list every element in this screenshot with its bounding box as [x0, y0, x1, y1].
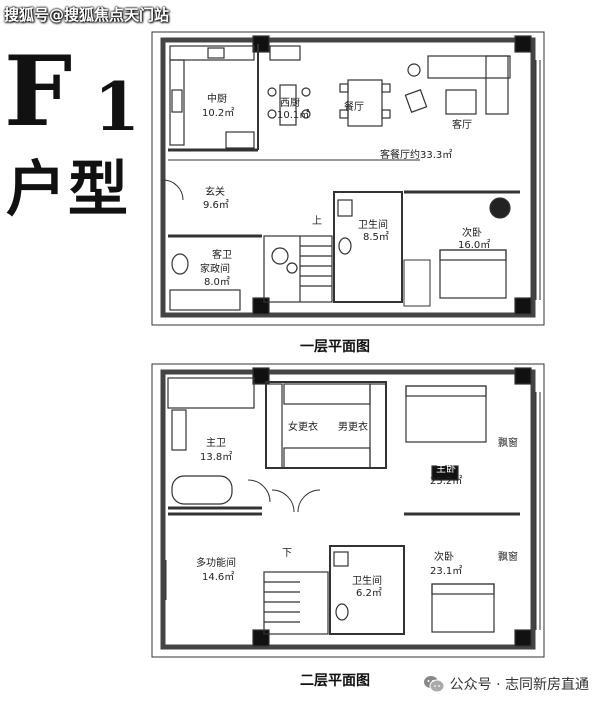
f1-living-name: 客厅 [452, 118, 472, 131]
f1-second-bedroom-name: 次卧 [462, 226, 482, 239]
f2-bay-window-2: 飘窗 [498, 550, 518, 563]
f2-master-bedroom-name: 主卧 [436, 462, 456, 475]
title-subtitle: 户型 [6, 155, 130, 225]
floor2-plan [151, 363, 545, 658]
title-letter: F [4, 35, 72, 148]
f2-second-bedroom-name: 次卧 [434, 550, 454, 563]
f1-kitchen-area: 10.2㎡ [202, 107, 234, 119]
f1-flex-room-area: 8.0㎡ [204, 276, 230, 288]
footer: 公众号 · 志同新房直通 [423, 674, 589, 694]
f2-multi-room-area: 14.6㎡ [202, 571, 234, 583]
f2-women-closet-name: 女更衣 [288, 420, 318, 433]
f2-master-bedroom-area: 25.2㎡ [430, 475, 462, 487]
floor2-caption: 二层平面图 [300, 673, 370, 689]
f1-second-bedroom-area: 16.0㎡ [458, 239, 490, 251]
f2-bath-area: 6.2㎡ [356, 587, 382, 599]
f1-western-kitchen-area: 10.1㎡ [277, 109, 309, 121]
f2-multi-room-name: 多功能间 [196, 556, 236, 569]
f1-bath-area: 8.5㎡ [363, 231, 389, 243]
f2-bath-name: 卫生间 [352, 574, 382, 587]
title-digit: 1 [94, 68, 140, 146]
f2-master-bath-name: 主卫 [206, 437, 226, 449]
f1-bath-name: 卫生间 [358, 218, 388, 231]
f1-living-dining-total: 客餐厅约33.3㎡ [380, 148, 452, 161]
floor1-plan [151, 31, 545, 326]
f2-master-bath-area: 13.8㎡ [200, 451, 232, 463]
floor1-caption: 一层平面图 [300, 339, 370, 355]
f1-flex-room-name: 家政间 [200, 262, 230, 275]
f1-kitchen-name: 中厨 [207, 92, 227, 105]
f1-stair-label: 上 [312, 215, 322, 227]
f1-guest-bath-name: 客卫 [212, 248, 232, 261]
f1-foyer-name: 玄关 [205, 185, 225, 198]
f2-bay-window-1: 飘窗 [498, 436, 518, 449]
f1-foyer-area: 9.6㎡ [203, 199, 229, 211]
f2-second-bedroom-area: 23.1㎡ [430, 565, 462, 577]
f1-western-kitchen-name: 西厨 [280, 97, 300, 109]
footer-text: 公众号 · 志同新房直通 [449, 677, 589, 693]
f1-dining-name: 餐厅 [344, 100, 364, 113]
watermark: 搜狐号@搜狐焦点天门站 [4, 6, 170, 24]
f2-stair-label: 下 [282, 548, 292, 559]
f2-men-closet-name: 男更衣 [338, 420, 368, 433]
wechat-icon [423, 676, 445, 693]
